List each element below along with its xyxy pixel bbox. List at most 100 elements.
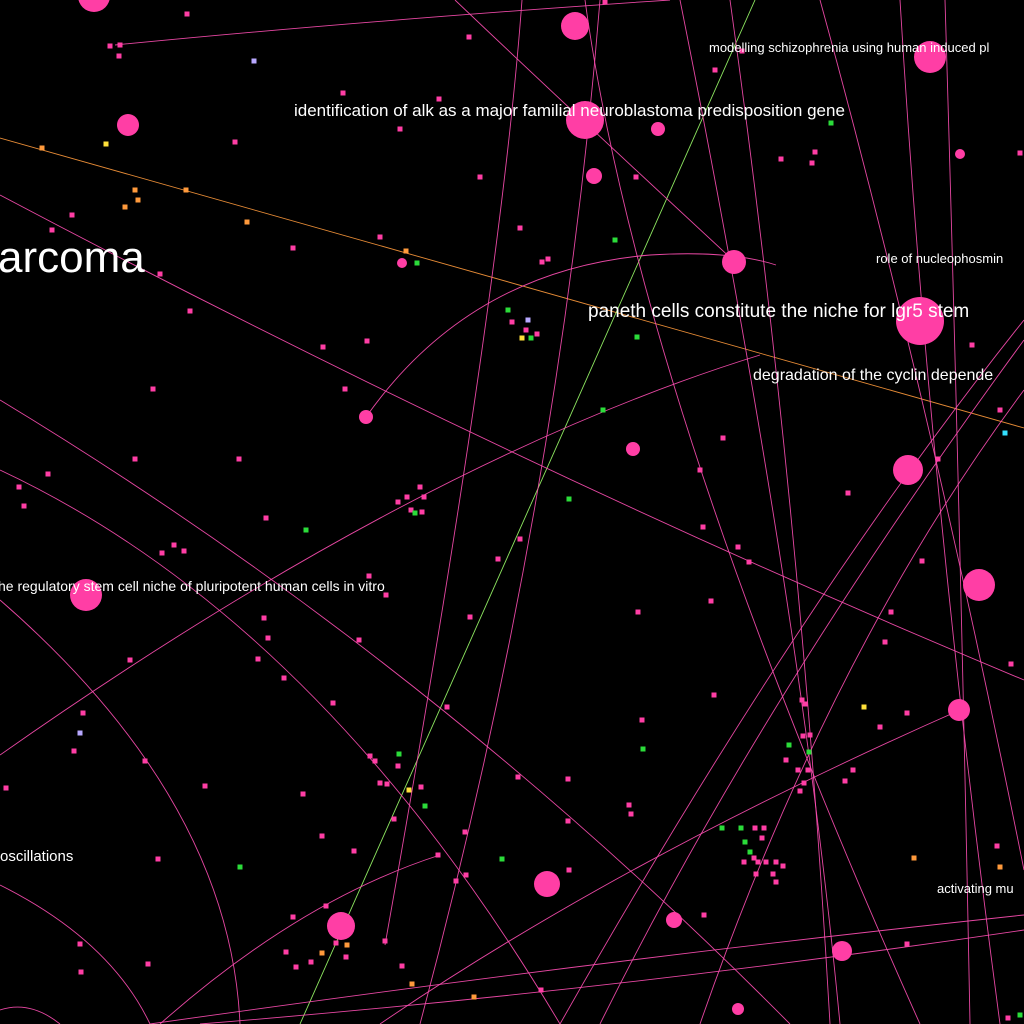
node-label-activating[interactable]: activating mu (937, 881, 1014, 896)
edge-25 (159, 854, 441, 1024)
small-node-95 (330, 700, 336, 706)
small-node-120 (801, 780, 807, 786)
edge-7 (0, 354, 761, 756)
small-node-91 (356, 637, 362, 643)
small-node-20 (49, 227, 55, 233)
small-node-50 (600, 407, 606, 413)
small-node-53 (566, 496, 572, 502)
large-node-5 (651, 122, 665, 136)
node-label-alk-neuroblastoma[interactable]: identification of alk as a major familia… (294, 101, 845, 120)
small-node-127 (384, 781, 390, 787)
small-node-181 (77, 941, 83, 947)
edge-14 (679, 0, 841, 1024)
small-node-167 (997, 864, 1003, 870)
small-node-layer (3, 0, 1023, 1021)
small-node-164 (237, 864, 243, 870)
small-node-30 (539, 259, 545, 265)
small-node-90 (265, 635, 271, 641)
small-node-49 (634, 334, 640, 340)
small-node-162 (453, 878, 459, 884)
edge-21 (699, 389, 1024, 1024)
small-node-133 (626, 802, 632, 808)
large-node-18 (832, 941, 852, 961)
small-node-166 (911, 855, 917, 861)
small-node-89 (261, 615, 267, 621)
small-node-96 (444, 704, 450, 710)
edge-18 (944, 0, 971, 1024)
small-node-15 (132, 187, 138, 193)
small-node-111 (786, 742, 792, 748)
small-node-188 (538, 987, 544, 993)
small-node-18 (183, 187, 189, 193)
small-node-34 (809, 160, 815, 166)
small-node-100 (882, 639, 888, 645)
small-node-134 (628, 811, 634, 817)
small-node-60 (16, 484, 22, 490)
small-node-29 (545, 256, 551, 262)
edge-19 (559, 319, 1024, 1024)
node-label-cyclin-degradation[interactable]: degradation of the cyclin depende (753, 367, 993, 384)
small-node-165 (566, 867, 572, 873)
small-node-118 (850, 767, 856, 773)
small-node-115 (795, 767, 801, 773)
edge-23 (149, 914, 1024, 1024)
small-node-159 (499, 856, 505, 862)
small-node-185 (382, 938, 388, 944)
small-node-4 (251, 58, 257, 64)
small-node-75 (181, 548, 187, 554)
small-node-102 (861, 704, 867, 710)
small-node-169 (701, 912, 707, 918)
small-node-5 (466, 34, 472, 40)
small-node-148 (751, 855, 757, 861)
small-node-106 (77, 730, 83, 736)
small-node-77 (366, 573, 372, 579)
large-node-12 (963, 569, 995, 601)
small-node-82 (735, 544, 741, 550)
small-node-31 (612, 237, 618, 243)
node-label-stem-cell-niche[interactable]: he regulatory stem cell niche of pluripo… (0, 578, 385, 594)
small-node-170 (323, 903, 329, 909)
small-node-153 (770, 871, 776, 877)
small-node-62 (21, 503, 27, 509)
small-node-161 (463, 872, 469, 878)
small-node-144 (752, 825, 758, 831)
small-node-88 (467, 614, 473, 620)
small-node-124 (372, 758, 378, 764)
small-node-99 (802, 701, 808, 707)
small-node-85 (708, 598, 714, 604)
small-node-138 (391, 816, 397, 822)
small-node-39 (320, 344, 326, 350)
edge-15 (729, 0, 831, 1024)
node-label-schizophrenia[interactable]: modelling schizophrenia using human indu… (709, 40, 990, 55)
small-node-24 (403, 248, 409, 254)
small-node-152 (780, 863, 786, 869)
edge-0 (114, 0, 671, 46)
small-node-57 (997, 407, 1003, 413)
node-label-sarcoma[interactable]: arcoma (0, 233, 145, 282)
small-node-187 (471, 994, 477, 1000)
small-node-92 (255, 656, 261, 662)
small-node-32 (633, 174, 639, 180)
small-node-182 (145, 961, 151, 967)
small-node-137 (3, 785, 9, 791)
edge-12 (419, 0, 601, 1024)
small-node-136 (202, 783, 208, 789)
node-label-paneth-cells[interactable]: paneth cells constitute the niche for lg… (588, 301, 969, 322)
large-node-19 (732, 1003, 744, 1015)
small-node-33 (778, 156, 784, 162)
small-node-11 (397, 126, 403, 132)
edge-1 (0, 137, 1024, 429)
small-node-9 (340, 90, 346, 96)
node-label-nucleophosmin[interactable]: role of nucleophosmin (876, 251, 1003, 266)
small-node-128 (406, 787, 412, 793)
small-node-87 (919, 558, 925, 564)
small-node-61 (45, 471, 51, 477)
small-node-180 (283, 949, 289, 955)
large-node-15 (534, 871, 560, 897)
node-label-oscillations[interactable]: oscillations (0, 848, 73, 865)
large-node-13 (70, 579, 102, 611)
small-node-122 (367, 753, 373, 759)
small-node-69 (408, 507, 414, 513)
small-node-2 (116, 53, 122, 59)
